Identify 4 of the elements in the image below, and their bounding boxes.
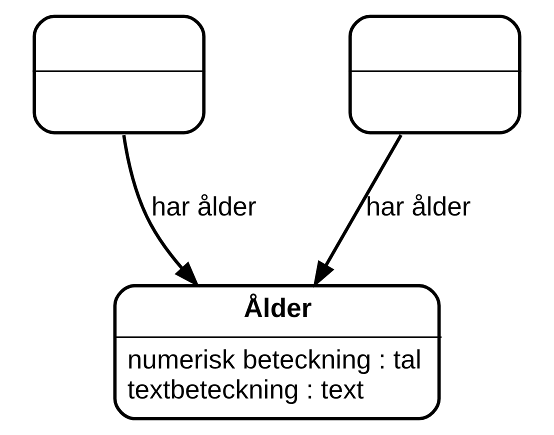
arrow [313,134,402,288]
edge-label: har ålder [151,192,256,222]
arrow [122,134,200,288]
edge-label: har ålder [366,192,471,222]
